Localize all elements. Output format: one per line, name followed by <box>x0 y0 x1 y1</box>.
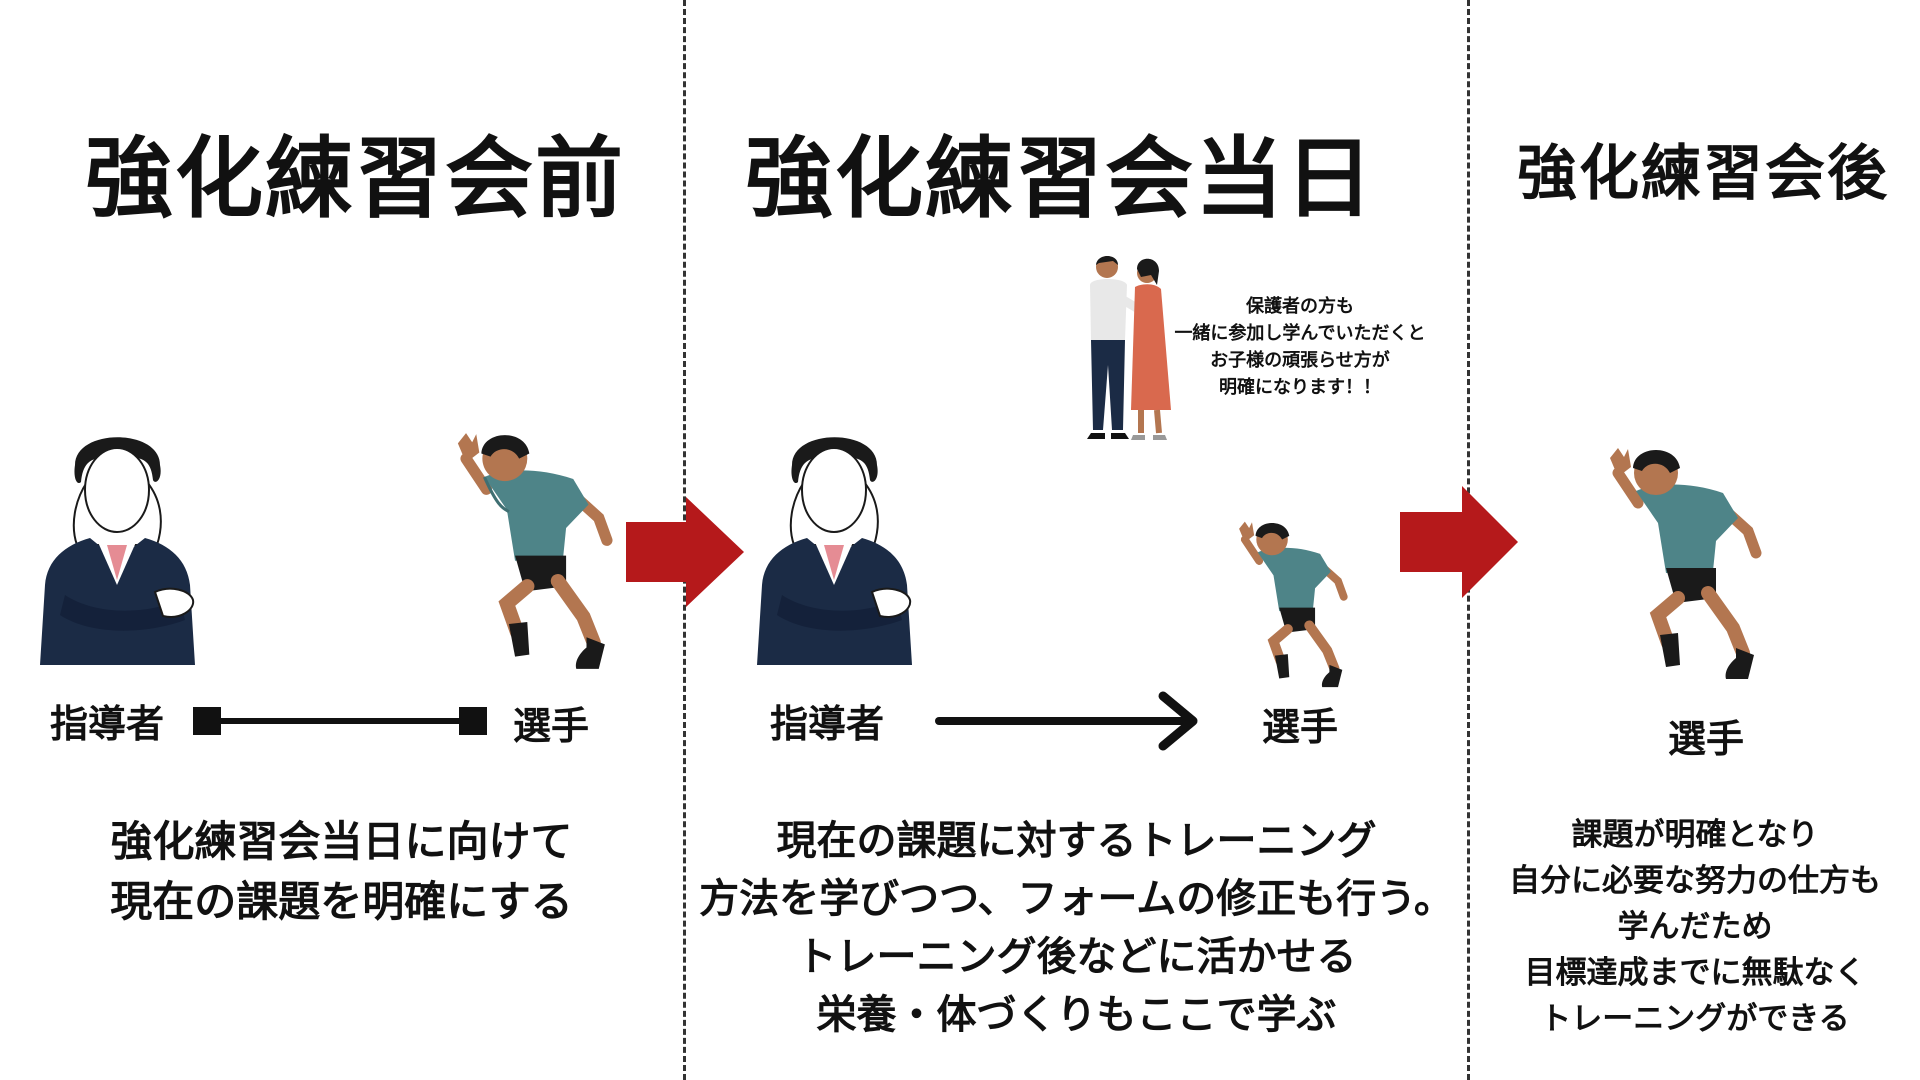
caption-line: トレーニングができる <box>1540 1001 1850 1037</box>
note-line: 保護者の方も <box>1246 296 1354 317</box>
caption-line: 現在の課題に対するトレーニング <box>776 818 1377 864</box>
athlete-label: 選手 <box>513 704 590 748</box>
coach-icon <box>35 420 200 669</box>
athlete-label: 選手 <box>1262 705 1339 749</box>
runner-icon <box>1597 443 1779 687</box>
right-arrow-icon <box>1400 486 1520 602</box>
note-line: 明確になります！！ <box>1219 377 1381 398</box>
long-arrow-icon <box>935 690 1205 756</box>
coach-label: 指導者 <box>770 702 885 746</box>
coach-icon <box>752 420 917 669</box>
caption-line: 目標達成までに無駄なく <box>1524 955 1866 991</box>
section-title-after: 強化練習会後 <box>1517 139 1889 209</box>
note-line: お子様の頑張らせ方が <box>1210 350 1390 371</box>
parents-icon <box>1085 255 1195 449</box>
caption-line: 栄養・体づくりもここで学ぶ <box>816 992 1337 1038</box>
caption-line: 学んだため <box>1617 909 1773 945</box>
section-title-before: 強化練習会前 <box>85 127 626 230</box>
note-line: 一緒に参加し学んでいただくと <box>1174 323 1426 344</box>
runner-icon <box>445 428 630 677</box>
caption-line: トレーニング後などに活かせる <box>796 934 1357 980</box>
caption-line: 現在の課題を明確にする <box>110 877 573 926</box>
caption-after: 課題が明確となり 自分に必要な努力の仕方も 学んだため 目標達成までに無駄なく … <box>1470 812 1920 1042</box>
caption-line: 課題が明確となり <box>1571 817 1819 853</box>
caption-before: 強化練習会当日に向けて 現在の課題を明確にする <box>0 812 683 932</box>
coach-label: 指導者 <box>50 702 165 746</box>
caption-day: 現在の課題に対するトレーニング 方法を学びつつ、フォームの修正も行う。 トレーニ… <box>686 812 1467 1044</box>
right-arrow-icon <box>626 497 746 611</box>
parents-note: 保護者の方も 一緒に参加し学んでいただくと お子様の頑張らせ方が 明確になります… <box>1165 293 1435 401</box>
runner-icon <box>1230 518 1360 694</box>
caption-line: 強化練習会当日に向けて <box>110 817 573 866</box>
caption-line: 方法を学びつつ、フォームの修正も行う。 <box>699 876 1454 922</box>
caption-line: 自分に必要な努力の仕方も <box>1509 863 1881 899</box>
section-title-day: 強化練習会当日 <box>745 127 1376 230</box>
bond-line-icon <box>190 703 490 743</box>
athlete-label: 選手 <box>1668 717 1745 761</box>
